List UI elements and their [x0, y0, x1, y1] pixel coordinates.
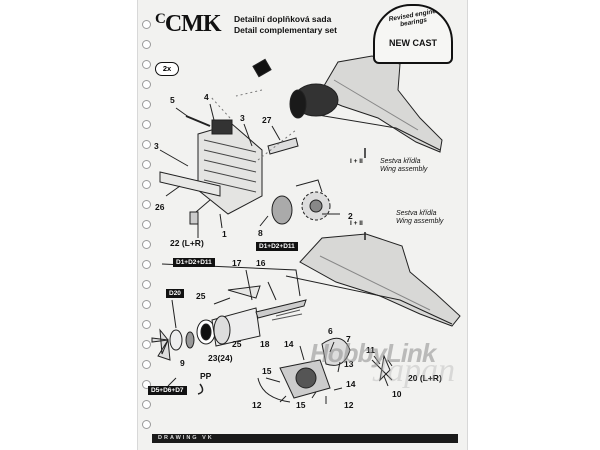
decal-box-prop: D5+D6+D7 [148, 386, 187, 395]
part-number: 6 [328, 326, 333, 336]
part-number: 3 [240, 113, 245, 123]
part-number: 14 [346, 379, 356, 389]
decal-box-lower: D1+D2+D11 [173, 258, 215, 267]
quantity-tag: 2x [155, 62, 179, 76]
wing-symbol-top: I + II [350, 158, 363, 165]
decal-box-upper: D1+D2+D11 [256, 242, 298, 251]
part-number: 12 [344, 400, 354, 410]
part-number: PP [200, 371, 212, 381]
part-number: 17 [232, 258, 242, 268]
part-number: 27 [262, 115, 272, 125]
part-number: 9 [180, 358, 185, 368]
title-english: Detail complementary set [234, 25, 337, 35]
sheet-title: Detailní doplňková sada Detail complemen… [234, 14, 337, 36]
part-number: 8 [258, 228, 263, 238]
wing-label-mid: Sestva křídla Wing assembly [396, 210, 443, 226]
binder-holes [142, 0, 154, 450]
title-czech: Detailní doplňková sada [234, 14, 332, 24]
wing-label-top-en: Wing assembly [380, 166, 428, 173]
part-number: 5 [170, 95, 175, 105]
decal-box-d20: D20 [166, 289, 184, 298]
wing-label-mid-cz: Sestva křídla [396, 210, 437, 217]
part-number: 1 [222, 229, 227, 239]
part-number: 7 [346, 334, 351, 344]
lower-wing-drawing [299, 233, 461, 327]
part-number: 14 [284, 339, 294, 349]
part-number: 16 [256, 258, 266, 268]
part-number: 3 [154, 141, 159, 151]
part-number: 18 [260, 339, 270, 349]
part-number: 23(24) [208, 353, 233, 363]
footer-bar: DRAWING VK [152, 434, 458, 443]
part-number: 4 [204, 92, 209, 102]
engine-block-drawing [159, 115, 331, 225]
part-number: 12 [252, 400, 262, 410]
part-number: 26 [155, 202, 165, 212]
part-number: 22 (L+R) [170, 238, 204, 248]
watermark-line1: HobbyLink [310, 338, 436, 368]
wing-label-top: Sestva křídla Wing assembly [380, 158, 427, 174]
part-number: 2 [348, 211, 353, 221]
part-number: 15 [262, 366, 272, 376]
wing-label-mid-en: Wing assembly [396, 218, 444, 225]
badge-main-text: NEW CAST [389, 38, 437, 48]
cmk-logo: CCMK [155, 11, 222, 37]
watermark-line2: Japan [372, 352, 456, 389]
upper-wing-drawing [317, 55, 443, 153]
part-number: 25 [232, 339, 242, 349]
wing-label-top-cz: Sestva křídla [380, 158, 421, 165]
part-number: 13 [344, 359, 354, 369]
part-number: 25 [196, 291, 206, 301]
part-number: 20 (L+R) [408, 373, 442, 383]
new-cast-badge: Revised engine bearings NEW CAST [373, 4, 453, 64]
part-number: 10 [392, 389, 402, 399]
part-number: 11 [366, 345, 375, 355]
logo-text: CMK [164, 11, 222, 37]
propeller-assembly-drawing [151, 285, 393, 403]
part-number: 15 [296, 400, 306, 410]
wing-symbol-mid: I + II [350, 220, 363, 227]
